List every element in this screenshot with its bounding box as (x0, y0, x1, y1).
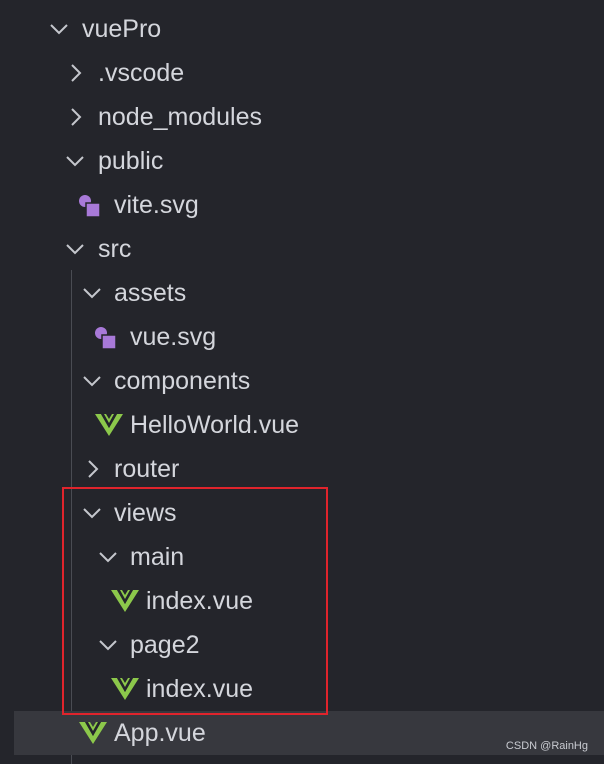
tree-item-label: vite.svg (114, 191, 199, 219)
tree-item-node-modules[interactable]: node_modules (0, 95, 604, 139)
chevron-down-icon[interactable] (48, 7, 70, 51)
tree-item-label: vue.svg (130, 323, 217, 351)
vue-file-icon (79, 711, 107, 755)
tree-item-label: index.vue (146, 587, 254, 615)
tree-item-src[interactable]: src (0, 227, 604, 271)
tree-item-main[interactable]: main (0, 535, 604, 579)
tree-item-label: views (114, 499, 177, 527)
tree-item-page2-index-vue[interactable]: index.vue (0, 667, 604, 711)
tree-item-router[interactable]: router (0, 447, 604, 491)
tree-item-label: vuePro (82, 15, 162, 43)
tree-item-assets[interactable]: assets (0, 271, 604, 315)
chevron-down-icon[interactable] (64, 227, 86, 271)
tree-item-app-vue[interactable]: App.vue (14, 711, 604, 755)
vue-file-icon (111, 579, 139, 623)
tree-item-vuepro[interactable]: vuePro (0, 7, 604, 51)
svg-file-icon (92, 315, 120, 359)
tree-item-label: node_modules (98, 103, 263, 131)
vue-file-icon (95, 403, 123, 447)
vue-file-icon (111, 667, 139, 711)
chevron-down-icon[interactable] (81, 359, 103, 403)
tree-item-vscode[interactable]: .vscode (0, 51, 604, 95)
tree-item-label: page2 (130, 631, 200, 659)
chevron-down-icon[interactable] (81, 271, 103, 315)
tree-item-vite-svg[interactable]: vite.svg (0, 183, 604, 227)
tree-item-public[interactable]: public (0, 139, 604, 183)
tree-item-vue-svg[interactable]: vue.svg (0, 315, 604, 359)
tree-item-helloworld-vue[interactable]: HelloWorld.vue (0, 403, 604, 447)
tree-item-label: index.vue (146, 675, 254, 703)
tree-item-page2[interactable]: page2 (0, 623, 604, 667)
chevron-down-icon[interactable] (81, 491, 103, 535)
tree-item-label: assets (114, 279, 187, 307)
chevron-right-icon[interactable] (65, 95, 87, 139)
chevron-down-icon[interactable] (97, 535, 119, 579)
chevron-down-icon[interactable] (64, 139, 86, 183)
chevron-right-icon[interactable] (65, 51, 87, 95)
tree-item-label: .vscode (98, 59, 185, 87)
tree-item-components[interactable]: components (0, 359, 604, 403)
tree-item-label: public (98, 147, 164, 175)
tree-item-label: App.vue (114, 719, 206, 747)
tree-item-label: main (130, 543, 185, 571)
tree-item-views[interactable]: views (0, 491, 604, 535)
tree-item-label: src (98, 235, 132, 263)
tree-item-label: components (114, 367, 251, 395)
svg-file-icon (76, 183, 104, 227)
watermark: CSDN @RainHg (505, 740, 588, 752)
chevron-right-icon[interactable] (82, 447, 104, 491)
chevron-down-icon[interactable] (97, 623, 119, 667)
tree-item-label: HelloWorld.vue (130, 411, 300, 439)
tree-item-main-index-vue[interactable]: index.vue (0, 579, 604, 623)
indent-guide-src (71, 270, 72, 764)
tree-item-label: router (114, 455, 180, 483)
